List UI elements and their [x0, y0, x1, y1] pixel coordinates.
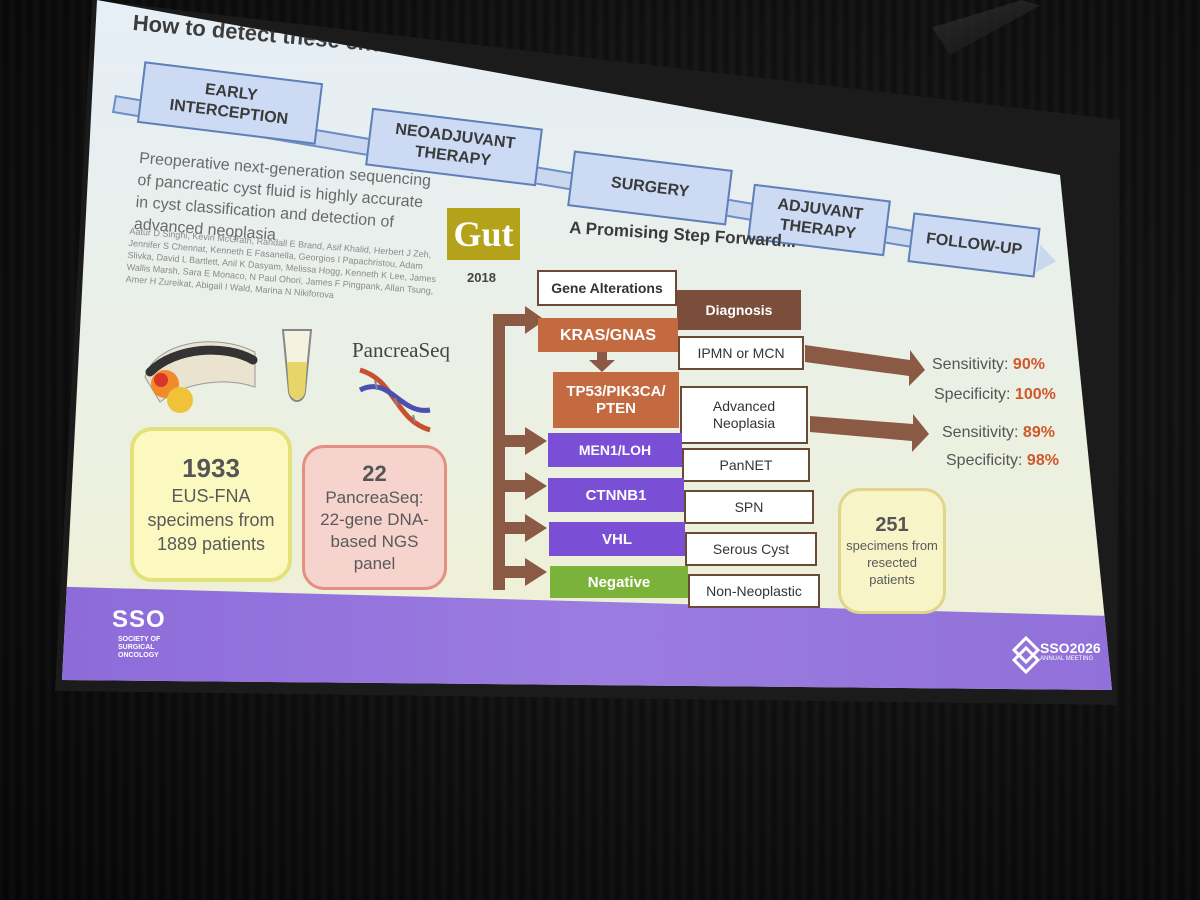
- timeline-step-early-interception: EARLY INTERCEPTION: [136, 61, 324, 145]
- flow-arrows: [493, 306, 929, 590]
- diagnosis-cell-serous-cyst: Serous Cyst: [685, 532, 817, 566]
- diagnosis-cell-non-neoplastic: Non-Neoplastic: [688, 574, 820, 608]
- panel-size-number: 22: [362, 460, 387, 486]
- gene-cell-ctnnb1: CTNNB1: [548, 478, 684, 512]
- gene-cell-men1: MEN1/LOH: [548, 433, 682, 467]
- panel-size-text: PancreaSeq: 22-gene DNA-based NGS panel: [320, 487, 429, 573]
- specimens-count-box: 1933 EUS-FNA specimens from 1889 patient…: [130, 427, 292, 582]
- sso-logo-subtitle: SOCIETY OF SURGICAL ONCOLOGY: [118, 636, 161, 659]
- timeline-step-surgery: SURGERY: [567, 150, 733, 226]
- publication-year: 2018: [467, 270, 496, 285]
- resected-specimens-number: 251: [875, 514, 909, 536]
- gene-cell-vhl: VHL: [549, 522, 685, 556]
- gene-cell-negative: Negative: [550, 566, 688, 598]
- gut-journal-logo: Gut: [447, 208, 520, 260]
- panel-size-box: 22 PancreaSeq: 22-gene DNA-based NGS pan…: [302, 445, 447, 590]
- gene-cell-tp53: TP53/PIK3CA/ PTEN: [553, 372, 679, 428]
- diagnosis-cell-pannet: PanNET: [682, 448, 810, 482]
- diagnosis-cell-advanced-neoplasia: Advanced Neoplasia: [680, 386, 808, 444]
- specimens-count-number: 1933: [182, 453, 240, 483]
- diagnosis-header: Diagnosis: [677, 290, 801, 330]
- gene-cell-kras: KRAS/GNAS: [538, 318, 678, 352]
- dna-icon: [358, 367, 431, 433]
- timeline-arrow-head: [1035, 244, 1059, 276]
- resected-specimens-text: specimens from resected patients: [846, 538, 938, 587]
- diagnosis-cell-ipmn: IPMN or MCN: [678, 336, 804, 370]
- sso-logo: SSO: [112, 606, 166, 633]
- gene-alterations-header: Gene Alterations: [537, 270, 677, 306]
- sso2026-logo-subtitle: ANNUAL MEETING: [1040, 656, 1094, 662]
- sensitivity-ipmn: Sensitivity: 90%: [932, 356, 1045, 373]
- sensitivity-advanced-neoplasia: Sensitivity: 89%: [942, 424, 1055, 441]
- specimens-count-text: EUS-FNA specimens from 1889 patients: [147, 486, 275, 554]
- sso2026-logo-icon: [1012, 636, 1040, 675]
- pancreas-illustration: [144, 329, 313, 413]
- diagnosis-cell-spn: SPN: [684, 490, 814, 524]
- sso2026-logo: SSO2026: [1040, 640, 1101, 656]
- specificity-ipmn: Specificity: 100%: [934, 386, 1056, 403]
- timeline-step-follow-up: FOLLOW-UP: [907, 212, 1041, 278]
- specificity-advanced-neoplasia: Specificity: 98%: [946, 452, 1059, 469]
- resected-specimens-box: 251 specimens from resected patients: [838, 488, 946, 614]
- pancreaseq-logo: PancreaSeq: [352, 338, 450, 362]
